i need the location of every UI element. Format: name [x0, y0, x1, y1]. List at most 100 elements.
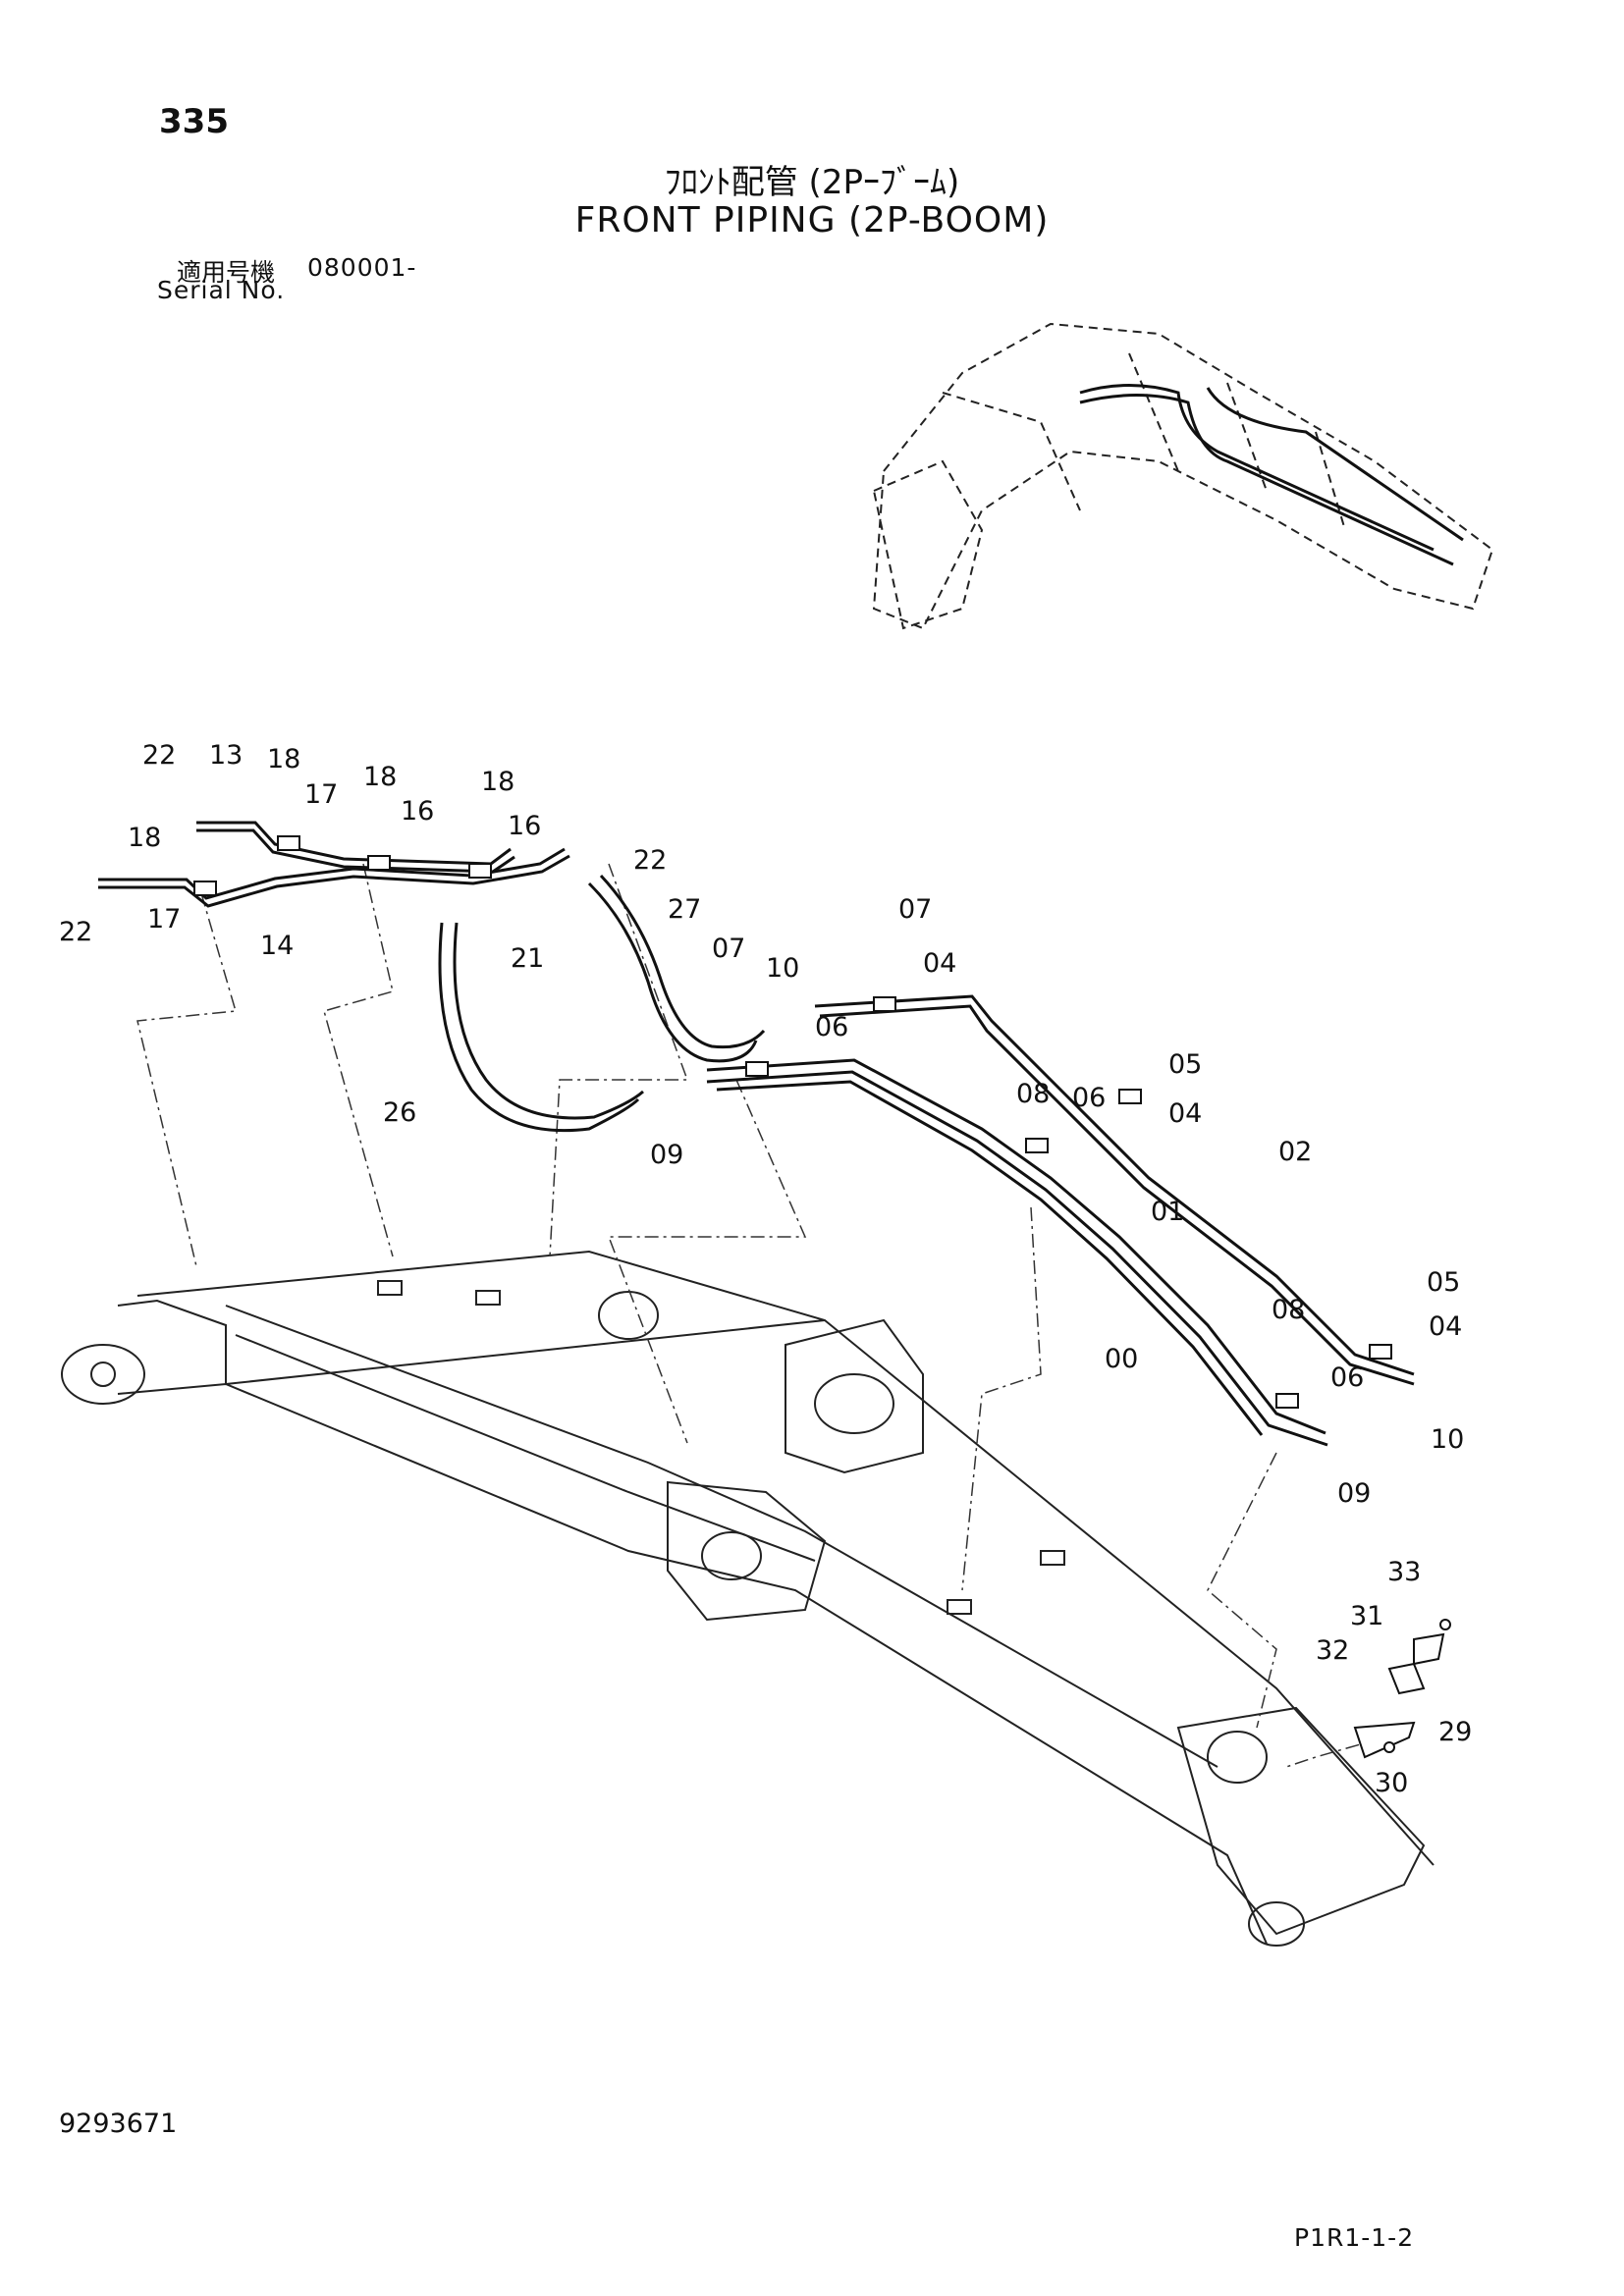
part-callout-30: 30 [1375, 1768, 1408, 1798]
pipe-02-lower [819, 1004, 1415, 1386]
pipe-14 [98, 847, 566, 900]
serial-label-japanese: 適用号機 [177, 258, 276, 287]
part-callout-17: 17 [147, 904, 181, 934]
part-callout-16: 16 [508, 811, 541, 841]
part-callout-18: 18 [267, 744, 300, 774]
pipe-13 [196, 821, 512, 866]
part-callout-06: 06 [1330, 1362, 1364, 1393]
boom-web-line [225, 1305, 1218, 1768]
part-callout-33: 33 [1387, 1557, 1421, 1587]
clamp-06-lower [1275, 1393, 1299, 1409]
part-callout-17: 17 [304, 779, 338, 810]
clamp-pad-1 [377, 1280, 403, 1296]
mid-pin-boss [598, 1291, 659, 1340]
catalog-number: 9293671 [59, 2109, 178, 2139]
leader-lines [136, 863, 1385, 1768]
hose-26a [438, 922, 640, 1133]
title-japanese: ﾌﾛﾝﾄ配管 (2Pｰﾌﾞｰﾑ) [664, 163, 960, 202]
page-code: P1R1-1-2 [1294, 2223, 1415, 2252]
part-callout-05: 05 [1427, 1267, 1460, 1298]
cylinder-pin-boss [701, 1531, 762, 1580]
part-callout-31: 31 [1350, 1601, 1383, 1631]
part-callout-16: 16 [401, 796, 434, 827]
part-callout-14: 14 [260, 931, 294, 961]
boom-side-panel [225, 1319, 826, 1385]
clamp-17-lower [193, 881, 217, 896]
part-callout-10: 10 [1431, 1424, 1464, 1455]
part-callout-08: 08 [1016, 1079, 1050, 1109]
boom-web-line-2 [235, 1334, 816, 1562]
part-callout-09: 09 [1337, 1478, 1371, 1509]
part-callout-00: 00 [1105, 1344, 1138, 1374]
page-number: 335 [159, 102, 229, 141]
part-callout-13: 13 [209, 740, 243, 771]
boom-lower-edge [117, 1382, 1268, 1945]
part-callout-21: 21 [511, 943, 544, 974]
part-callout-04: 04 [1168, 1098, 1202, 1129]
clamp-pad-2 [475, 1290, 501, 1306]
pipe-14-inner [98, 854, 570, 908]
pipe-02-upper [814, 994, 1415, 1376]
clamp-04-upper [873, 996, 896, 1012]
reference-boom-outline [872, 322, 1494, 630]
part-callout-27: 27 [668, 894, 701, 925]
cylinder-bracket [667, 1480, 827, 1622]
long-pipes [706, 994, 1415, 1447]
part-callout-06: 06 [1072, 1083, 1106, 1113]
clamp-06-mid [1025, 1138, 1049, 1153]
boom-foot-pin [90, 1362, 116, 1387]
boom-structure [61, 1250, 1435, 1947]
hose-26b [453, 922, 644, 1120]
reference-pipes [1079, 384, 1464, 566]
part-callout-04: 04 [1429, 1311, 1462, 1342]
part-callout-04: 04 [923, 948, 956, 979]
part-callout-07: 07 [712, 934, 745, 964]
part-callout-10: 10 [766, 953, 799, 984]
clamp-31 [1413, 1632, 1445, 1666]
upper-pipes [98, 821, 570, 908]
serial-label-english: Serial No. [157, 276, 286, 304]
center-bracket [785, 1318, 924, 1474]
clamp-17-upper [277, 835, 300, 851]
part-callout-08: 08 [1272, 1295, 1305, 1325]
pipe-01-lower [706, 1070, 1328, 1447]
part-callout-18: 18 [481, 767, 514, 797]
bracket-29 [1353, 1721, 1416, 1759]
reference-boom-detail [942, 352, 1346, 531]
part-callout-22: 22 [142, 740, 176, 771]
clamp-32 [1387, 1662, 1426, 1695]
part-callout-05: 05 [1168, 1049, 1202, 1080]
reference-arm-outline [872, 459, 984, 630]
small-parts [193, 835, 1451, 1759]
part-callout-22: 22 [59, 917, 92, 947]
clamp-04-mid [1118, 1089, 1142, 1104]
clamp-04-lower [1369, 1344, 1392, 1360]
reference-pipe-2 [1079, 394, 1454, 566]
clamp-16-right [468, 863, 492, 879]
part-callout-06: 06 [815, 1012, 848, 1042]
hoses [438, 874, 766, 1133]
nose-pin-boss [1207, 1731, 1268, 1784]
boom-nose [1176, 1706, 1426, 1936]
clamp-16-left [367, 855, 391, 871]
part-callout-09: 09 [650, 1140, 683, 1170]
pipe-01-upper [706, 1058, 1326, 1435]
clamp-pad-4 [1040, 1550, 1065, 1566]
hose-27a [587, 881, 758, 1063]
boom-bottom-chord [117, 1299, 227, 1384]
reference-view [872, 322, 1494, 630]
bolt-33 [1439, 1619, 1451, 1630]
clamp-06-upper [745, 1061, 769, 1077]
part-callout-22: 22 [633, 845, 667, 876]
boom-foot-pin-boss [61, 1344, 145, 1405]
pipe-13-inner [196, 828, 515, 874]
part-callout-26: 26 [383, 1097, 416, 1128]
nut-30 [1383, 1741, 1395, 1753]
reference-pipe-3 [1206, 387, 1464, 542]
part-callout-32: 32 [1316, 1635, 1349, 1666]
clamp-pad-3 [947, 1599, 972, 1615]
part-callout-07: 07 [898, 894, 932, 925]
title-english: FRONT PIPING (2P-BOOM) [574, 200, 1050, 240]
